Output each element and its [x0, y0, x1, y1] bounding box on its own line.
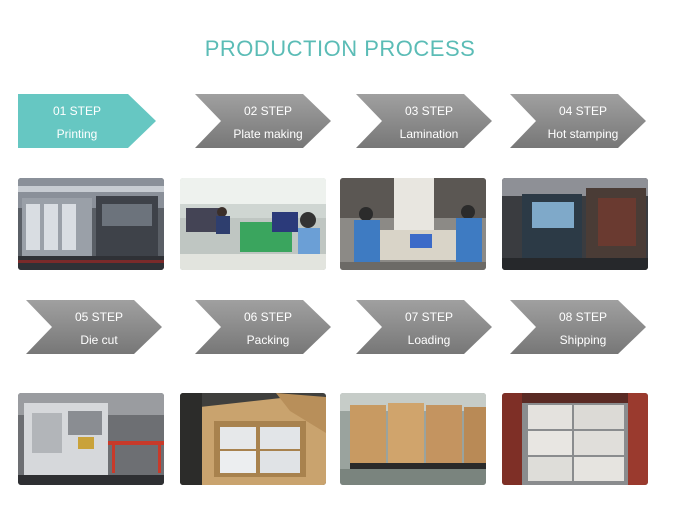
- step-arrow-06: 06 STEP Packing: [195, 300, 335, 354]
- photo-loading: [340, 393, 486, 485]
- step-number: 07 STEP: [404, 310, 454, 324]
- step-arrow-03: 03 STEP Lamination: [356, 94, 496, 148]
- step-arrow-08: 08 STEP Shipping: [510, 300, 650, 354]
- step-arrow-02: 02 STEP Plate making: [195, 94, 335, 148]
- step-number: 05 STEP: [74, 310, 124, 324]
- step-label: Hot stamping: [547, 127, 619, 141]
- arrow-shape: [510, 300, 646, 354]
- step-arrow-01: 01 STEP Printing: [18, 94, 158, 148]
- step-arrow-05: 05 STEP Die cut: [26, 300, 166, 354]
- arrow-shape: [26, 300, 162, 354]
- step-number: 03 STEP: [404, 104, 454, 118]
- arrow-shape-active: [18, 94, 156, 148]
- photo-hot-stamping: [502, 178, 648, 270]
- arrow-shape: [356, 300, 492, 354]
- step-arrow-04: 04 STEP Hot stamping: [510, 94, 650, 148]
- step-number: 02 STEP: [243, 104, 293, 118]
- page-title: PRODUCTION PROCESS: [204, 36, 476, 61]
- step-label: Shipping: [559, 333, 607, 347]
- step-label: Plate making: [233, 127, 303, 141]
- photo-plate-making: [180, 178, 326, 270]
- step-number: 01 STEP: [52, 104, 102, 118]
- arrow-shape: [195, 300, 331, 354]
- arrow-shape: [195, 94, 331, 148]
- step-label: Loading: [407, 333, 451, 347]
- step-arrow-07: 07 STEP Loading: [356, 300, 496, 354]
- step-label: Lamination: [399, 127, 459, 141]
- step-number: 06 STEP: [243, 310, 293, 324]
- step-number: 04 STEP: [558, 104, 608, 118]
- photo-lamination: [340, 178, 486, 270]
- photo-die-cut: [18, 393, 164, 485]
- arrow-shape: [356, 94, 492, 148]
- photo-shipping: [502, 393, 648, 485]
- step-label: Printing: [56, 127, 98, 141]
- step-label: Die cut: [80, 333, 118, 347]
- step-number: 08 STEP: [558, 310, 608, 324]
- photo-printing-press: [18, 178, 164, 270]
- arrow-shape: [510, 94, 646, 148]
- step-label: Packing: [246, 333, 290, 347]
- photo-packing: [180, 393, 326, 485]
